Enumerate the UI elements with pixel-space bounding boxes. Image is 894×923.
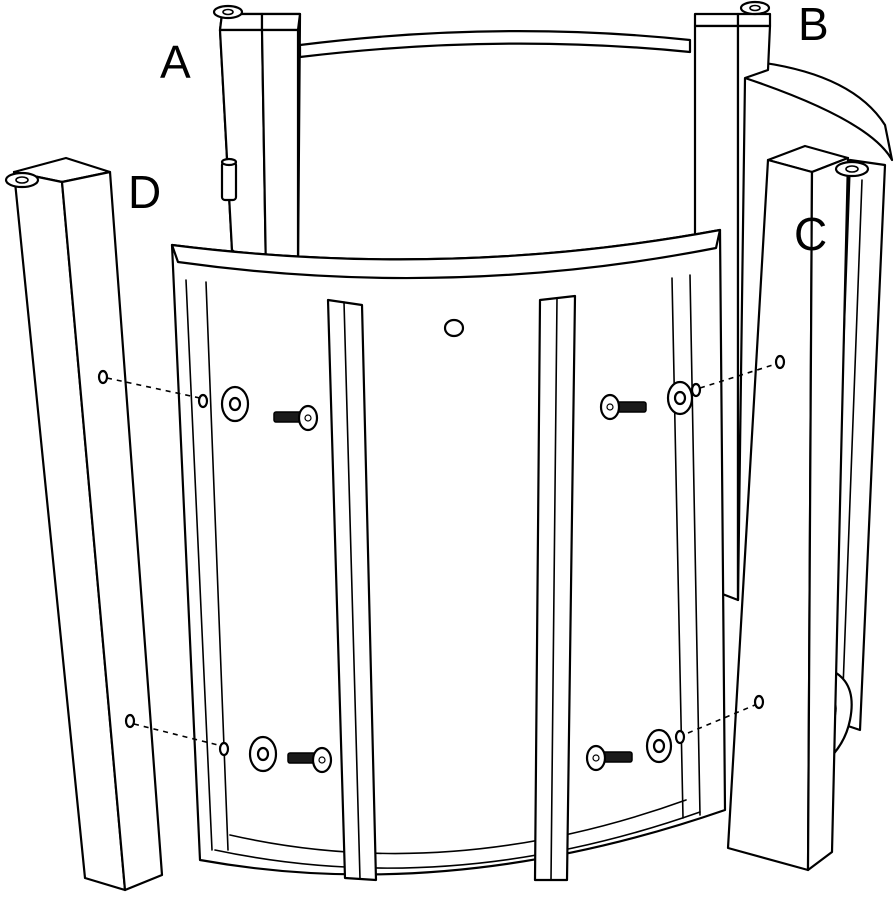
front-curved-panel [170, 228, 727, 882]
back-top-rail [298, 30, 692, 59]
mounting-bracket-icon [4, 171, 40, 189]
post-d [4, 156, 164, 892]
inner-stile-left [326, 298, 378, 882]
post-a [212, 4, 302, 277]
washer-icon [645, 728, 686, 764]
washer-icon [218, 735, 278, 773]
screw-icon [273, 404, 319, 432]
alignment-lines [106, 363, 777, 747]
washer-icon [197, 385, 250, 423]
mounting-bracket-icon [212, 4, 244, 20]
label-d: D [128, 166, 161, 218]
mounting-bracket-icon [739, 0, 771, 16]
label-a: A [160, 36, 191, 88]
hinge-pin-icon [220, 157, 238, 202]
screw-icon [599, 393, 647, 421]
post-d-hole-bottom [124, 713, 136, 729]
screw-icon [287, 746, 333, 774]
washer-icon [666, 380, 702, 416]
label-c: C [794, 208, 827, 260]
mounting-bracket-icon [834, 160, 870, 178]
screw-icon [585, 744, 633, 772]
post-c-hole-bottom [753, 694, 765, 710]
panel-hole [443, 318, 465, 338]
post-c [726, 144, 870, 872]
inner-stile-right [533, 294, 577, 882]
post-d-hole-top [97, 369, 109, 385]
label-b: B [798, 0, 829, 50]
post-c-hole-top [774, 354, 786, 370]
